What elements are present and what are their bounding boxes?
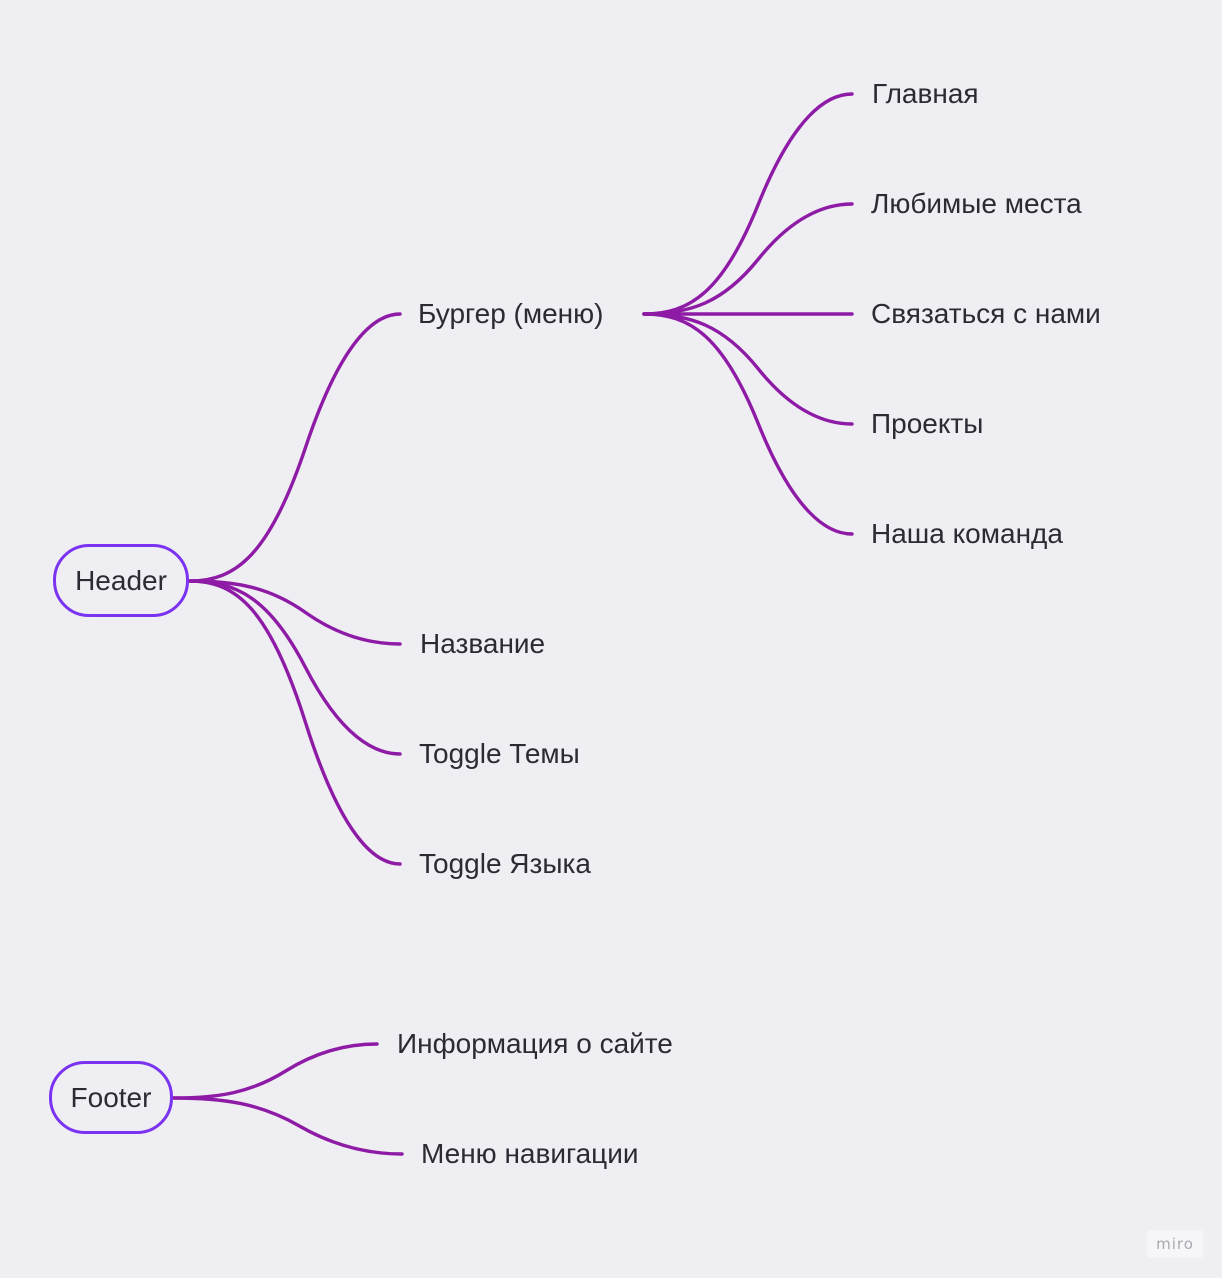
edge-burger-team <box>642 312 854 536</box>
node-favorite-places[interactable]: Любимые места <box>871 188 1082 219</box>
node-our-team[interactable]: Наша команда <box>871 518 1063 549</box>
edge-header-theme <box>188 579 402 756</box>
miro-watermark: miro <box>1147 1230 1203 1258</box>
node-main[interactable]: Главная <box>872 78 979 109</box>
node-site-info[interactable]: Информация о сайте <box>397 1028 673 1059</box>
edge-header-language <box>188 579 402 866</box>
root-node-header[interactable]: Header <box>53 544 189 617</box>
root-node-footer[interactable]: Footer <box>49 1061 173 1134</box>
edge-burger-projects <box>642 312 854 426</box>
node-title[interactable]: Название <box>420 628 546 659</box>
node-toggle-theme[interactable]: Toggle Темы <box>419 738 580 769</box>
node-navigation-menu[interactable]: Меню навигации <box>421 1138 639 1169</box>
edge-burger-main <box>642 92 854 316</box>
node-burger-menu[interactable]: Бургер (меню) <box>418 298 604 329</box>
edge-header-burger <box>188 312 402 583</box>
node-contact-us[interactable]: Связаться с нами <box>871 298 1101 329</box>
edge-footer-siteinfo <box>172 1042 379 1100</box>
edge-burger-favorites <box>642 202 854 316</box>
edge-footer-navmenu <box>172 1096 404 1156</box>
node-toggle-language[interactable]: Toggle Языка <box>419 848 591 879</box>
edge-header-title <box>188 579 402 646</box>
node-projects[interactable]: Проекты <box>871 408 984 439</box>
